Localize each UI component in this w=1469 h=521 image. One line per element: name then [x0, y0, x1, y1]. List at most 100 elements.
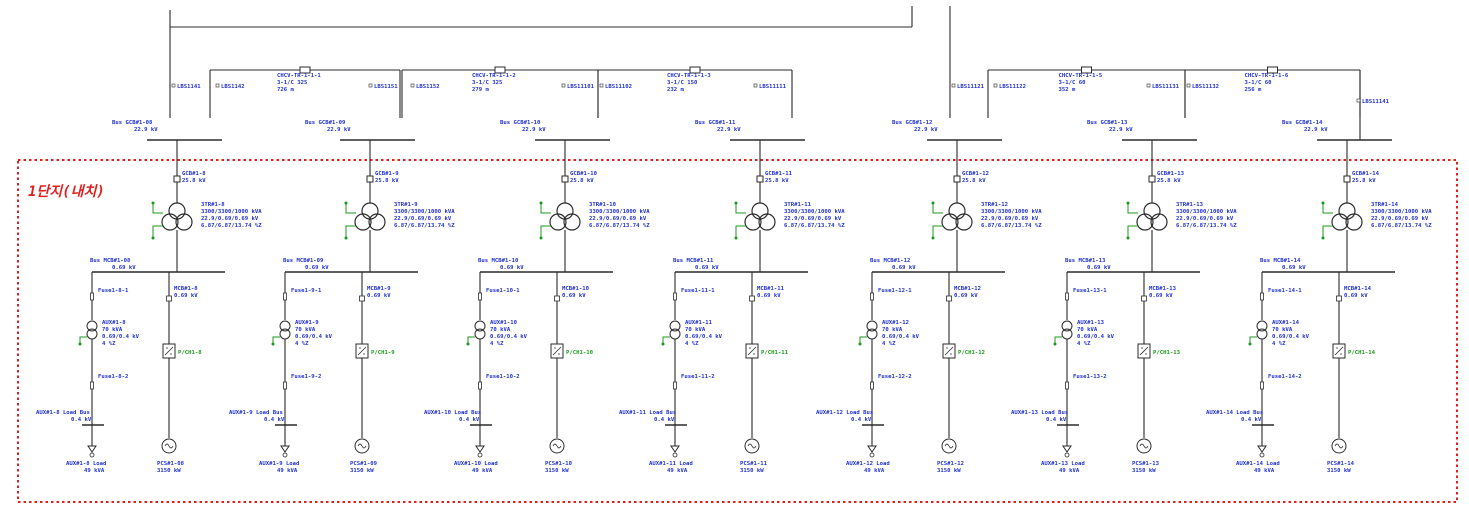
ground-wire: [1322, 203, 1333, 214]
transformer-impedance: 6.87/6.87/13.74 %Z: [589, 223, 650, 229]
load-arrow-icon: [87, 445, 97, 453]
fuse-label: Fuse1-8-1: [98, 288, 129, 294]
load-arrow-icon: [1257, 445, 1267, 453]
mv-bus-voltage: 22.9 kV: [134, 127, 158, 133]
transformer-name: 3TR#1-11: [784, 202, 812, 208]
pcs-label: P/CH1-9: [371, 350, 395, 356]
ground-icon: [78, 342, 82, 346]
mcb-breaker-icon[interactable]: [749, 295, 755, 302]
mcb-breaker-icon[interactable]: [359, 295, 365, 302]
transformer-ratio: 22.9/0.69/0.69 kV: [1371, 216, 1429, 222]
transformer-winding-icon: [175, 213, 193, 231]
transformer-name: 3TR#1-14: [1371, 202, 1399, 208]
switch-icon: [951, 83, 956, 88]
transformer-icon: [1143, 202, 1161, 220]
generator-label: PCS#1-12: [937, 461, 964, 467]
breaker-icon[interactable]: [756, 175, 764, 183]
aux-transformer-name: AUX#1-10: [490, 320, 518, 326]
load-label: AUX#1-12 Load: [846, 461, 890, 467]
breaker-icon[interactable]: [1343, 175, 1351, 183]
ground-wire: [1127, 203, 1138, 214]
transformer-winding-icon: [1150, 213, 1168, 231]
lv-bus-label: Bus MCB#1-09: [283, 258, 324, 264]
breaker-icon[interactable]: [953, 175, 961, 183]
ground-wire: [345, 225, 356, 238]
switch-icon: [753, 83, 758, 88]
ground-wire: [932, 225, 943, 238]
switch-label: LBS11131: [1152, 84, 1180, 90]
ground-icon: [931, 236, 935, 240]
transformer-rating: 3300/3300/1000 kVA: [589, 209, 650, 215]
breaker-icon[interactable]: [1148, 175, 1156, 183]
fuse-icon: [90, 381, 94, 390]
fuse-icon: [283, 381, 287, 390]
mcb-breaker-icon[interactable]: [946, 295, 952, 302]
mcb-voltage: 0.69 kV: [757, 293, 781, 299]
cable-id-label: CHCV-TR-1-1-6: [1245, 73, 1289, 79]
switch-label: LBS11101: [567, 84, 595, 90]
inverter-symbol-icon: [1139, 346, 1149, 356]
breaker-icon[interactable]: [366, 175, 374, 183]
fuse-icon: [870, 381, 874, 390]
switch-label: LBS11141: [1362, 99, 1390, 105]
fuse-label: Fuse1-9-1: [291, 288, 322, 294]
mcb-breaker-icon[interactable]: [554, 295, 560, 302]
transformer-ratio: 22.9/0.69/0.69 kV: [784, 216, 842, 222]
ground-wire: [540, 225, 551, 238]
load-bus-label: AUX#1-14 Load Bus: [1206, 410, 1263, 416]
ac-wave-icon: [164, 443, 174, 449]
load-arrow-icon: [280, 445, 290, 453]
load-arrow-icon: [475, 445, 485, 453]
transformer-impedance: 6.87/6.87/13.74 %Z: [201, 223, 262, 229]
gcb-voltage: 25.8 kV: [570, 178, 594, 184]
load-rating: 49 kVA: [1254, 468, 1275, 474]
aux-transformer-ratio: 0.69/0.4 kV: [490, 334, 528, 340]
cable-spec-label: 3-1/C 60: [1245, 80, 1273, 86]
fuse-label: Fuse1-11-2: [681, 374, 715, 380]
fuse-label: Fuse1-10-1: [486, 288, 520, 294]
breaker-icon[interactable]: [561, 175, 569, 183]
cable-icon: [1267, 66, 1278, 74]
mv-bus-voltage: 22.9 kV: [717, 127, 741, 133]
ground-icon: [539, 236, 543, 240]
switch-icon: [410, 83, 415, 88]
lv-bus-label: Bus MCB#1-13: [1065, 258, 1105, 264]
generator-rating: 3150 kW: [1327, 468, 1351, 474]
ground-wire: [662, 336, 670, 344]
inverter-symbol-icon: [944, 346, 954, 356]
ground-icon: [1321, 201, 1325, 205]
mcb-breaker-icon[interactable]: [1141, 295, 1147, 302]
ac-wave-icon: [357, 443, 367, 449]
load-rating: 49 kVA: [667, 468, 688, 474]
pcs-label: P/CH1-13: [1153, 350, 1180, 356]
transformer-winding-icon: [563, 213, 581, 231]
gcb-voltage: 25.8 kV: [962, 178, 986, 184]
mcb-voltage: 0.69 kV: [1344, 293, 1368, 299]
switch-label: LBS11122: [999, 84, 1026, 90]
load-icon: [1259, 452, 1265, 458]
gcb-label: GCB#1-11: [765, 171, 793, 177]
generator-label: PCS#1-09: [350, 461, 378, 467]
mcb-label: MCB#1-13: [1149, 286, 1176, 292]
aux-transformer-name: AUX#1-11: [685, 320, 713, 326]
mcb-breaker-icon[interactable]: [166, 295, 172, 302]
aux-transformer-impedance: 4 %Z: [882, 341, 896, 347]
generator-label: PCS#1-14: [1327, 461, 1355, 467]
ground-icon: [734, 201, 738, 205]
switch-icon: [171, 83, 176, 88]
load-label: AUX#1-13 Load: [1041, 461, 1085, 467]
mv-bus-label: Bus GCB#1-08: [112, 120, 153, 126]
fuse-label: Fuse1-13-2: [1073, 374, 1107, 380]
aux-transformer-name: AUX#1-13: [1077, 320, 1104, 326]
mcb-label: MCB#1-8: [174, 286, 198, 292]
mcb-breaker-icon[interactable]: [1336, 295, 1342, 302]
switch-icon: [1146, 83, 1151, 88]
aux-transformer-icon: [866, 320, 878, 332]
cable-length-label: 256 m: [1245, 87, 1262, 93]
switch-icon: [368, 83, 373, 88]
lv-bus-label: Bus MCB#1-08: [90, 258, 131, 264]
lv-bus-voltage: 0.69 kV: [305, 265, 329, 271]
breaker-icon[interactable]: [173, 175, 181, 183]
